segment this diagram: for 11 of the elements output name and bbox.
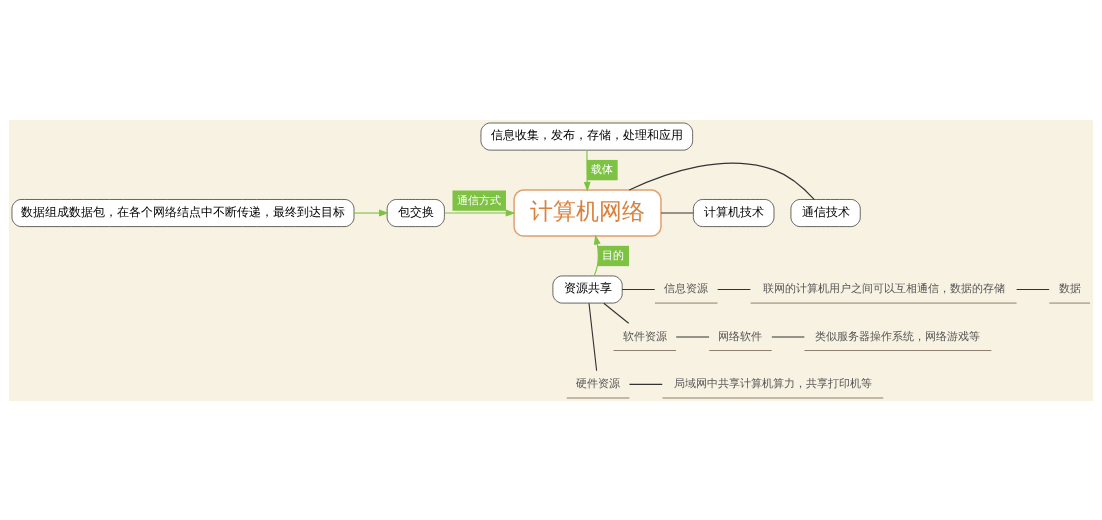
edge-label: 载体 (590, 162, 613, 176)
node-text: 硬件资源 (576, 376, 621, 390)
node-text: 软件资源 (622, 329, 667, 343)
node-text: 类似服务器操作系统，网络游戏等 (815, 329, 981, 343)
node-text: 联网的计算机用户之间可以互相通信，数据的存储 (762, 281, 1005, 295)
node-text: 数据 (1058, 281, 1081, 295)
edge-label: 目的 (602, 248, 625, 262)
edge-label: 通信方式 (456, 193, 501, 207)
node-text: 局域网中共享计算机算力，共享打印机等 (673, 376, 872, 390)
node-text: 信息资源 (664, 281, 709, 295)
node-text: 网络软件 (718, 329, 763, 343)
